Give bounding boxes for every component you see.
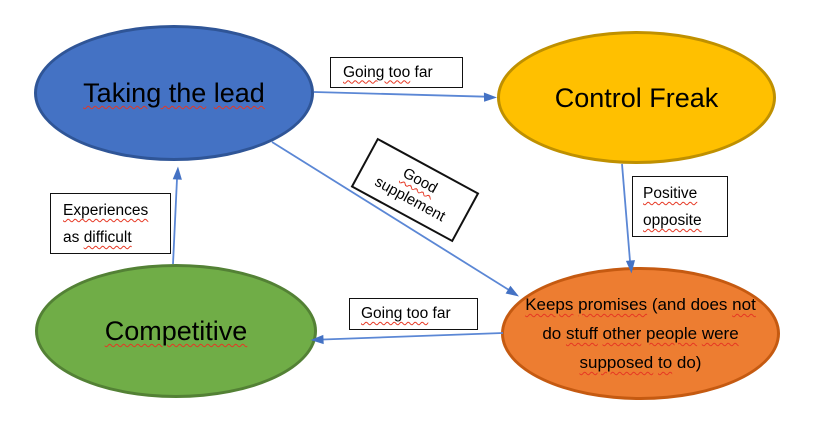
edge-label-experiences-line-2: as difficult: [63, 224, 170, 251]
misspelled-word: to: [657, 353, 673, 372]
misspelled-word: Experiences: [63, 202, 149, 219]
edge-label-positive-opposite-line-1: Positive: [643, 180, 727, 207]
misspelled-word: Keeps: [525, 295, 574, 314]
arrow-competitive-to-taking-lead[interactable]: [172, 166, 182, 265]
word: far: [410, 63, 433, 81]
edge-label-experiences-as-difficult[interactable]: Experiences as difficult: [50, 193, 171, 254]
misspelled-word: lead: [213, 78, 265, 108]
misspelled-word: Taking the: [83, 78, 207, 108]
node-keeps-promises[interactable]: Keeps promises (and does not do stuff ot…: [501, 267, 780, 400]
word: do: [542, 324, 566, 343]
edge-label-going-too-far-top-text: Going too far: [343, 64, 433, 82]
node-keeps-promises-line-1: Keeps promises (and does not: [525, 290, 756, 319]
misspelled-word: supposed: [579, 353, 654, 372]
node-competitive-label: Competitive: [105, 315, 248, 347]
arrow-keeps-promises-to-competitive[interactable]: [310, 332, 504, 345]
edge-label-going-too-far-top[interactable]: Going too far: [330, 57, 463, 88]
misspelled-word: difficult: [83, 229, 132, 246]
edge-label-positive-opposite-line-2: opposite: [643, 207, 727, 234]
word: [206, 78, 214, 108]
word: (and does: [647, 295, 733, 314]
node-competitive[interactable]: Competitive: [35, 264, 317, 398]
misspelled-word: stuff: [565, 324, 598, 343]
word: Control Freak: [554, 82, 719, 113]
node-taking-the-lead-label: Taking the lead: [83, 77, 265, 109]
node-taking-the-lead[interactable]: Taking the lead: [34, 25, 314, 161]
edge-label-going-too-far-bottom-text: Going too far: [361, 305, 451, 323]
arrow-taking-lead-to-control-freak[interactable]: [313, 91, 497, 102]
node-control-freak-label: Control Freak: [555, 82, 719, 114]
node-control-freak[interactable]: Control Freak: [497, 31, 776, 164]
misspelled-word: promises: [578, 295, 648, 314]
misspelled-word: people: [646, 324, 698, 343]
word: do): [672, 353, 702, 372]
misspelled-word: other: [602, 324, 642, 343]
edge-label-going-too-far-bottom[interactable]: Going too far: [349, 298, 478, 330]
misspelled-word: were: [701, 324, 739, 343]
misspelled-word: opposite: [643, 212, 702, 229]
misspelled-word: Going too: [361, 305, 429, 322]
word: as: [63, 229, 84, 246]
misspelled-word: Positive: [643, 185, 698, 202]
misspelled-word: not: [732, 295, 756, 314]
edge-label-good-supplement[interactable]: Good supplement: [350, 137, 480, 243]
edge-label-positive-opposite[interactable]: Positive opposite: [632, 176, 728, 237]
edge-label-experiences-line-1: Experiences: [63, 197, 170, 224]
node-keeps-promises-line-2: do stuff other people were: [542, 319, 738, 348]
word: far: [428, 305, 451, 322]
misspelled-word: Competitive: [104, 316, 248, 346]
node-keeps-promises-line-3: supposed to do): [580, 348, 702, 377]
misspelled-word: Going too: [343, 63, 411, 81]
